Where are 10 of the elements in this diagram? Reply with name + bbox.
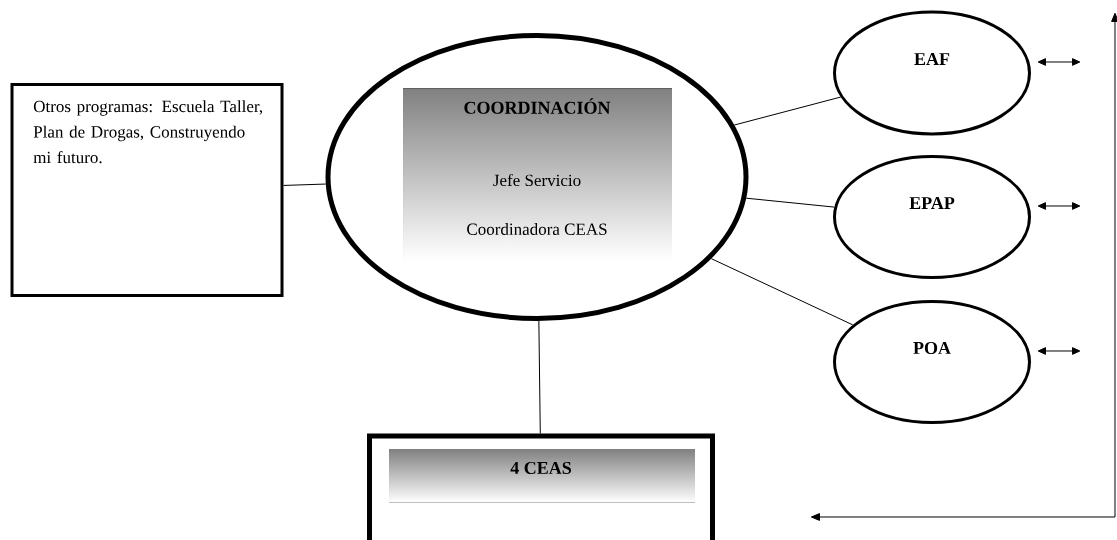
ceas-box: 4 CEAS (367, 433, 715, 540)
connector-line (745, 197, 835, 208)
connector-line (733, 96, 842, 126)
double-arrow (1037, 202, 1081, 210)
connector-line (283, 183, 327, 186)
text-box: Otros programas: Escuela Taller, Plan de Drogas, Construyendo mi futuro. (10, 83, 284, 297)
connector-line (710, 258, 854, 326)
double-arrow (1037, 58, 1081, 66)
connector-line (538, 320, 541, 434)
double-arrow (1037, 347, 1081, 355)
